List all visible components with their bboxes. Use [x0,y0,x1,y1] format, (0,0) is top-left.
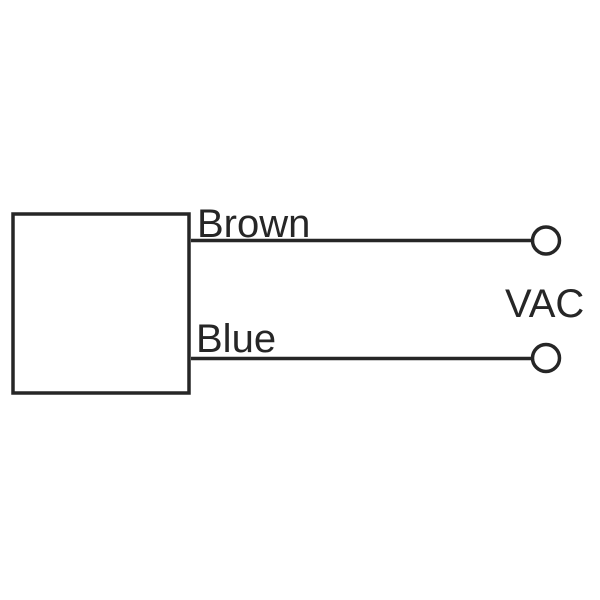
brown-wire-label: Brown [197,202,310,246]
device-box [11,212,191,395]
blue-wire-label: Blue [196,317,276,361]
vac-label: VAC [505,282,584,326]
brown-terminal-circle [530,225,562,256]
blue-terminal-circle [530,342,562,374]
